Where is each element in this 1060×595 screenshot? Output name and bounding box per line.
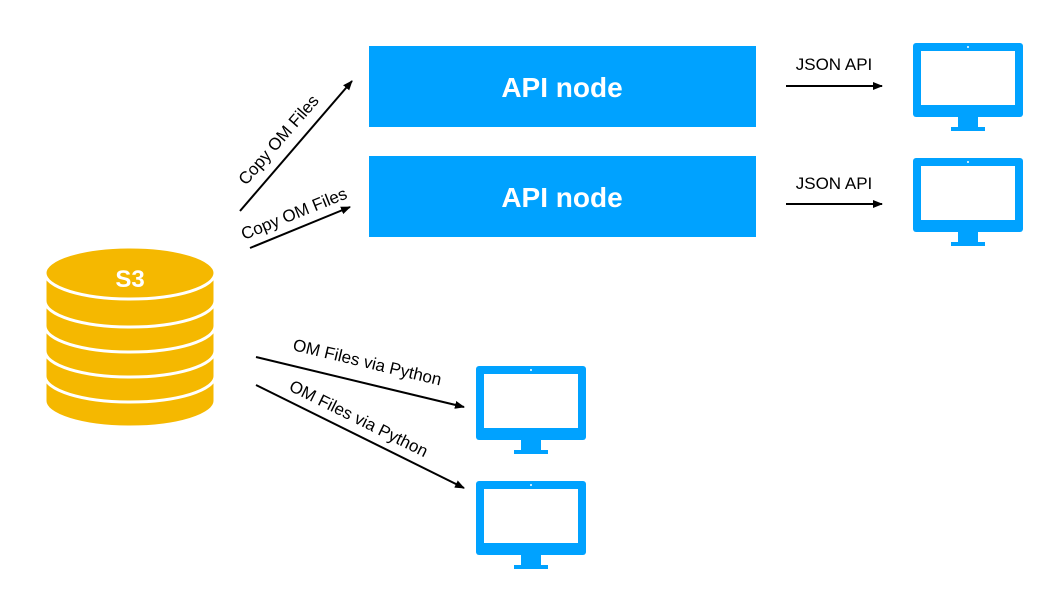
monitor-icon — [913, 43, 1023, 131]
client-2 — [913, 158, 1023, 246]
api-node-label: API node — [501, 182, 622, 213]
copy-link-label: Copy OM Files — [235, 91, 323, 188]
arrow — [249, 206, 351, 249]
json-link-label: JSON API — [796, 55, 873, 74]
python-link-1: OM Files via Python — [255, 335, 465, 409]
api-node-2: API node — [369, 156, 756, 237]
client-1 — [913, 43, 1023, 131]
python-link-label: OM Files via Python — [291, 335, 443, 389]
arrow — [255, 356, 465, 409]
arrow — [255, 384, 465, 489]
json-link-label: JSON API — [796, 174, 873, 193]
s3-storage: S3 — [43, 245, 217, 429]
client-4 — [476, 481, 586, 569]
api-node-box — [369, 156, 756, 237]
storage-label: S3 — [115, 266, 144, 293]
api-node-box — [369, 46, 756, 127]
json-link-2: JSON API — [786, 174, 883, 208]
arrow — [239, 80, 353, 212]
json-link-1: JSON API — [786, 55, 883, 90]
monitor-icon — [476, 481, 586, 569]
python-link-label: OM Files via Python — [286, 377, 431, 461]
client-3 — [476, 366, 586, 454]
database-icon — [43, 245, 217, 429]
python-link-2: OM Files via Python — [255, 377, 465, 489]
monitor-icon — [913, 158, 1023, 246]
monitor-icon — [476, 366, 586, 454]
database-slab-top — [43, 245, 217, 301]
api-node-label: API node — [501, 72, 622, 103]
api-node-1: API node — [369, 46, 756, 127]
